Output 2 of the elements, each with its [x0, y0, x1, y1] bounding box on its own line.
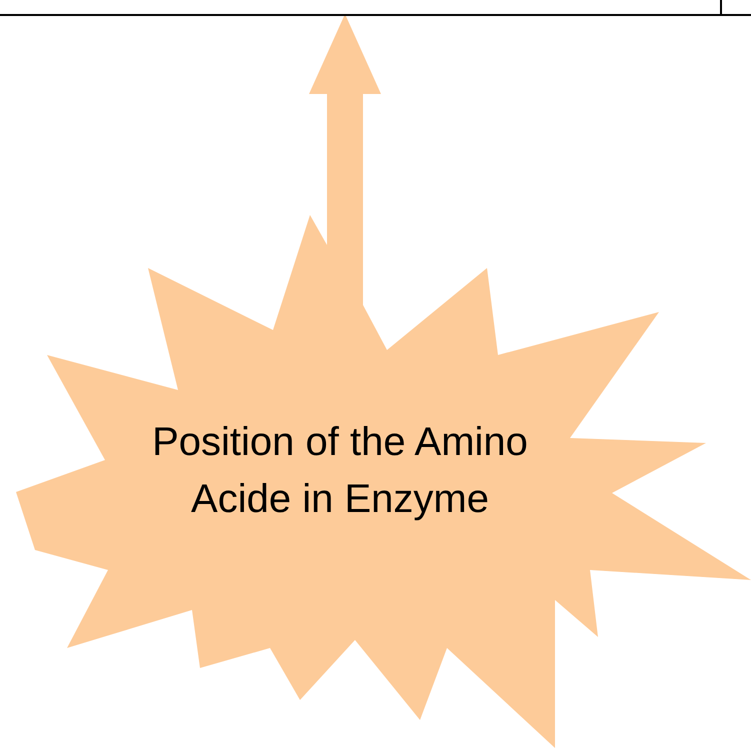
burst-label: Position of the Amino Acide in Enzyme	[151, 419, 529, 523]
block-arrow	[309, 14, 381, 305]
